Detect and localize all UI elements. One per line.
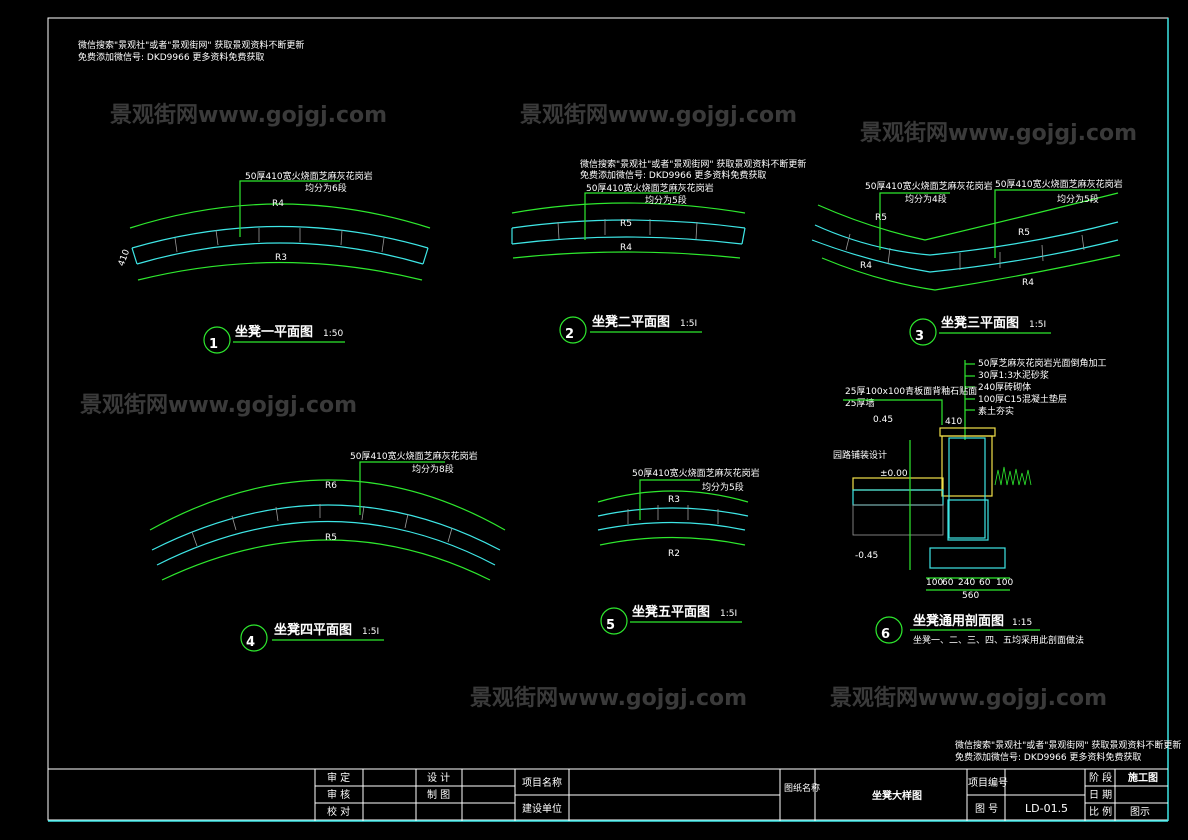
label-text: 均分为5段 [645, 194, 687, 206]
plan-3: 50厚410宽火烧面芝麻灰花岗岩 均分为4段 50厚410宽火烧面芝麻灰花岗岩 … [811, 178, 1123, 346]
label-text: 日 期 [1089, 789, 1112, 801]
watermark: 景观街网www.gojgj.com [110, 102, 387, 128]
label-text: 100 [996, 578, 1013, 588]
plan-4: 50厚410宽火烧面芝麻灰花岗岩 均分为8段 R6 R5 4 坐凳四平面图 1:… [149, 450, 506, 652]
label-text: 校 对 [327, 805, 350, 818]
label-text: R4 [272, 199, 284, 209]
label-text: 6 [881, 627, 890, 642]
label-text: 制 图 [427, 788, 450, 801]
label-text: 坐凳大样图 [872, 789, 922, 802]
label-text: 60 [942, 578, 954, 588]
footer-note: 免费添加微信号: DKD9966 更多资料免费获取 [955, 751, 1141, 763]
label-text: 坐凳三平面图 [941, 315, 1019, 331]
label-text: 240厚砖砌体 [978, 381, 1031, 393]
label-text: 图纸名称 [784, 782, 820, 794]
watermarks: 景观街网www.gojgj.com 景观街网www.gojgj.com 景观街网… [80, 102, 1137, 711]
label-text: 均分为8段 [412, 463, 454, 475]
label-text: 均分为5段 [1057, 193, 1099, 205]
label-text: 设 计 [427, 771, 450, 784]
label-text: 3 [915, 329, 924, 344]
label-text: 4 [246, 635, 255, 650]
label-text: 1:5I [362, 627, 379, 637]
label-text: 免费添加微信号: DKD9966 更多资料免费获取 [580, 169, 766, 181]
label-text: 50厚410宽火烧面芝麻灰花岗岩 [865, 180, 993, 192]
label-text: 比 例 [1089, 805, 1112, 818]
watermark: 景观街网www.gojgj.com [80, 392, 357, 418]
label-text: 均分为6段 [305, 182, 347, 194]
section-6: 50厚芝麻灰花岗岩光面倒角加工 30厚1:3水泥砂浆 240厚砖砌体 100厚C… [833, 357, 1106, 646]
label-text: R4 [620, 243, 632, 253]
label-text: 图 号 [975, 803, 998, 815]
label-text: R4 [860, 261, 872, 271]
watermark: 景观街网www.gojgj.com [830, 685, 1107, 711]
label-text: 410 [117, 248, 132, 268]
label-text: 坐凳通用剖面图 [913, 613, 1004, 629]
header-note: 微信搜索"景观社"或者"景观街网" 获取景观资料不断更新 [78, 39, 304, 51]
label-text: 1:5I [720, 609, 737, 619]
label-text: R5 [875, 213, 887, 223]
label-text: 50厚410宽火烧面芝麻灰花岗岩 [586, 182, 714, 194]
label-text: 均分为5段 [702, 481, 744, 493]
header-note: 免费添加微信号: DKD9966 更多资料免费获取 [78, 51, 264, 63]
label-text: R5 [325, 533, 337, 543]
label-text: 50厚410宽火烧面芝麻灰花岗岩 [632, 467, 760, 479]
label-text: 坐凳一、二、三、四、五均采用此剖面做法 [913, 634, 1084, 646]
watermark: 景观街网www.gojgj.com [470, 685, 747, 711]
label-text: 25厚100x100青板面背釉石贴面 [845, 385, 977, 397]
label-text: 素土夯实 [978, 405, 1014, 417]
label-text: 100 [926, 578, 943, 588]
label-text: 2 [565, 327, 574, 342]
label-text: 1 [209, 337, 218, 352]
label-text: 240 [958, 578, 975, 588]
label-text: -0.45 [855, 551, 878, 561]
label-text: 1:50 [323, 329, 343, 339]
label-text: 50厚芝麻灰花岗岩光面倒角加工 [978, 357, 1106, 369]
label-text: 5 [606, 618, 615, 633]
label-text: R4 [1022, 278, 1034, 288]
label-text: 审 核 [327, 788, 350, 801]
label-text: 25厚墙 [845, 397, 874, 409]
plan-2: 微信搜索"景观社"或者"景观街网" 获取景观资料不断更新 免费添加微信号: DK… [511, 158, 806, 344]
label-text: R6 [325, 481, 337, 491]
label-text: 1:5I [680, 319, 697, 329]
label-text: R3 [275, 253, 287, 263]
label-text: 图示 [1130, 806, 1150, 818]
label-text: 坐凳四平面图 [274, 622, 352, 638]
label-text: 均分为4段 [905, 193, 947, 205]
label-text: 坐凳五平面图 [632, 604, 710, 620]
label-text: LD-01.5 [1025, 802, 1068, 815]
label-text: 阶 段 [1089, 771, 1112, 784]
label-text: 微信搜索"景观社"或者"景观街网" 获取景观资料不断更新 [580, 158, 806, 170]
label-text: 1:15 [1012, 618, 1032, 628]
label-text: 坐凳一平面图 [235, 324, 313, 340]
label-text: 坐凳二平面图 [592, 314, 670, 330]
label-text: 建设单位 [522, 802, 562, 815]
label-text: 审 定 [327, 771, 350, 784]
label-text: 100厚C15混凝土垫层 [978, 393, 1067, 405]
label-text: 项目编号 [968, 776, 1008, 789]
label-text: 0.45 [873, 415, 893, 425]
label-text: ±0.00 [880, 469, 908, 479]
plan-5: 50厚410宽火烧面芝麻灰花岗岩 均分为5段 R3 R2 5 坐凳五平面图 1:… [597, 467, 760, 635]
label-text: 施工图 [1128, 771, 1158, 784]
label-text: R3 [668, 495, 680, 505]
label-text: 560 [962, 591, 979, 601]
label-text: 60 [979, 578, 991, 588]
label-text: 项目名称 [522, 776, 562, 789]
label-text: 410 [945, 417, 962, 427]
label-text: 50厚410宽火烧面芝麻灰花岗岩 [245, 170, 373, 182]
label-text: R5 [1018, 228, 1030, 238]
label-text: 30厚1:3水泥砂浆 [978, 369, 1049, 381]
watermark: 景观街网www.gojgj.com [860, 120, 1137, 146]
plan-1: 50厚410宽火烧面芝麻灰花岗岩 均分为6段 R4 R3 410 1 坐凳一平面… [117, 170, 431, 354]
label-text: R2 [668, 549, 680, 559]
label-text: 1:5I [1029, 320, 1046, 330]
footer-note: 微信搜索"景观社"或者"景观街网" 获取景观资料不断更新 [955, 739, 1181, 751]
watermark: 景观街网www.gojgj.com [520, 102, 797, 128]
label-text: 50厚410宽火烧面芝麻灰花岗岩 [995, 178, 1123, 190]
title-block: 审 定 审 核 校 对 设 计 制 图 项目名称 建设单位 图纸名称 坐凳大样图… [48, 768, 1168, 821]
label-text: 园路铺装设计 [833, 449, 887, 461]
label-text: R5 [620, 219, 632, 229]
label-text: 50厚410宽火烧面芝麻灰花岗岩 [350, 450, 478, 462]
